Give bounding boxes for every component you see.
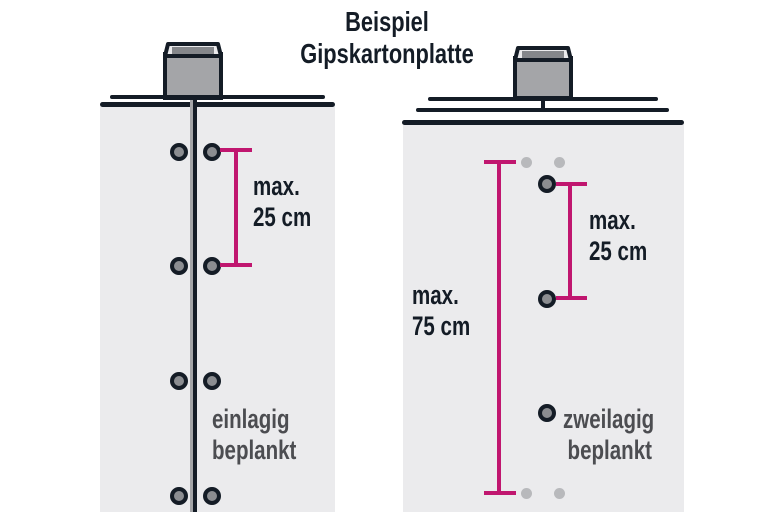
ghost-screw-icon — [521, 488, 532, 499]
title-line-1: Beispiel — [345, 6, 429, 37]
left-stud-line — [193, 96, 197, 512]
screw-icon — [170, 487, 188, 505]
screw-icon — [538, 175, 556, 193]
right-inner-spacing-label: max. 25 cm — [589, 205, 648, 266]
right-board-layer-2 — [402, 120, 684, 125]
left-ceiling-line — [110, 95, 325, 99]
screw-icon — [170, 372, 188, 390]
outer-dimension-bar — [497, 160, 501, 494]
diagram-title: Beispiel Gipskartonplatte — [282, 6, 493, 70]
left-dimension-bottom-cap — [220, 263, 252, 267]
left-profile-icon — [163, 42, 223, 100]
outer-dimension-bottom-cap — [484, 491, 516, 495]
ghost-screw-icon — [554, 488, 565, 499]
right-connector — [541, 98, 545, 110]
screw-icon — [203, 487, 221, 505]
screw-icon — [170, 143, 188, 161]
ghost-screw-icon — [554, 157, 565, 168]
left-spacing-label: max. 25 cm — [253, 171, 312, 232]
right-board-layer-1 — [416, 108, 669, 112]
inner-dimension-bar — [568, 182, 572, 298]
screw-icon — [203, 372, 221, 390]
title-line-2: Gipskartonplatte — [300, 38, 474, 69]
screw-icon — [203, 143, 221, 161]
inner-dimension-bottom-cap — [556, 296, 587, 300]
screw-icon — [203, 257, 221, 275]
right-type-label: zweilagig beplankt — [563, 404, 655, 465]
screw-icon — [538, 404, 556, 422]
right-outer-spacing-label: max. 75 cm — [412, 280, 471, 341]
left-stud-shadow — [190, 100, 195, 512]
screw-icon — [170, 257, 188, 275]
right-profile-icon — [513, 46, 573, 100]
left-type-label: einlagig beplankt — [212, 404, 297, 465]
ghost-screw-icon — [521, 157, 532, 168]
screw-icon — [538, 290, 556, 308]
left-dimension-bar — [234, 148, 238, 266]
left-board-panel — [100, 106, 335, 512]
left-board-top-edge — [100, 102, 335, 107]
